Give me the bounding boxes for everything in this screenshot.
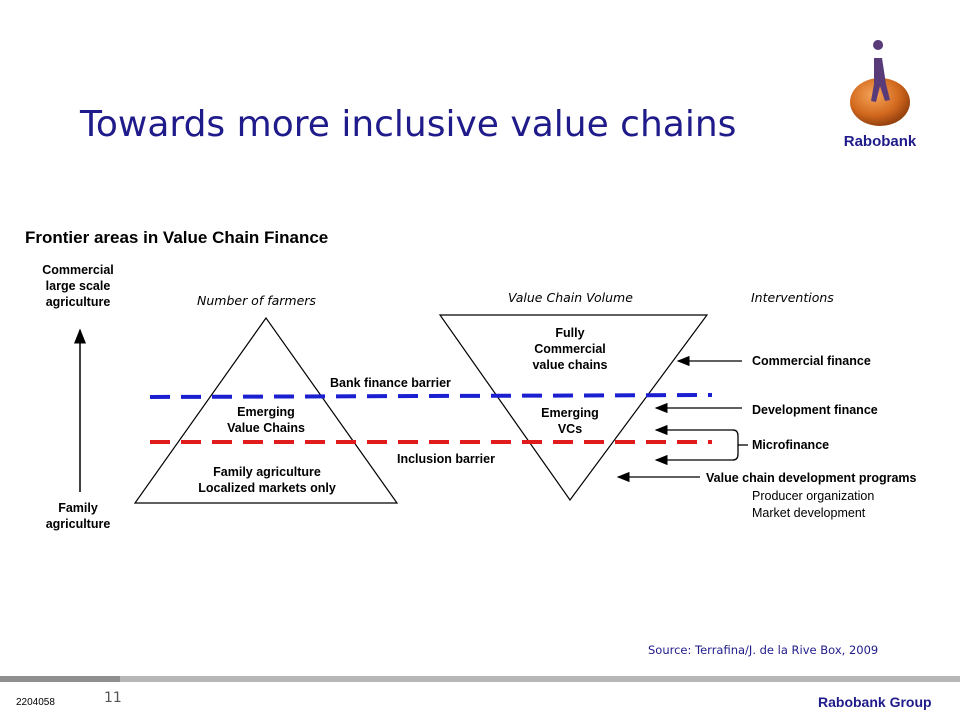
interventions-heading: Interventions	[751, 290, 834, 305]
logo-brand-text: Rabobank	[844, 133, 917, 150]
emerging-vcs-label: Emerging VCs	[541, 406, 599, 436]
document-id: 2204058	[16, 697, 55, 708]
footer-bar	[0, 676, 960, 682]
microfinance-bracket	[732, 429, 739, 461]
source-citation: Source: Terrafina/J. de la Rive Box, 200…	[648, 643, 879, 657]
farmers-heading: Number of farmers	[197, 293, 316, 308]
page-number: 11	[104, 690, 122, 706]
intervention-microfinance: Microfinance	[752, 438, 830, 452]
fully-commercial-label: Fully Commercial value chains	[532, 326, 608, 372]
family-agriculture-label: Family agriculture Localized markets onl…	[198, 465, 336, 495]
axis-top-label: Commercial large scale agriculture	[42, 263, 114, 309]
axis-bottom-label: Family agriculture	[45, 501, 111, 531]
intervention-commercial-finance: Commercial finance	[752, 354, 871, 368]
diagram-subtitle: Frontier areas in Value Chain Finance	[25, 228, 329, 247]
bank-finance-barrier-label: Bank finance barrier	[330, 376, 451, 390]
footer-brand: Rabobank Group	[818, 694, 932, 710]
slide-title: Towards more inclusive value chains	[80, 104, 737, 145]
footer-bar-accent	[0, 676, 120, 682]
logo-figure-icon	[871, 40, 890, 102]
intervention-market-development: Market development	[752, 506, 866, 520]
intervention-producer-organization: Producer organization	[752, 489, 875, 503]
emerging-value-chains-label: Emerging Value Chains	[227, 405, 305, 435]
bank-finance-barrier-line	[149, 393, 713, 399]
volume-inverted-triangle	[438, 314, 709, 502]
farmers-triangle	[133, 316, 399, 504]
logo-globe-icon	[850, 78, 910, 126]
rabobank-logo: Rabobank	[830, 40, 930, 155]
volume-heading: Value Chain Volume	[508, 290, 633, 305]
intervention-development-finance: Development finance	[752, 403, 878, 417]
inclusion-barrier-label: Inclusion barrier	[397, 452, 495, 466]
intervention-value-chain-programs: Value chain development programs	[706, 471, 917, 485]
